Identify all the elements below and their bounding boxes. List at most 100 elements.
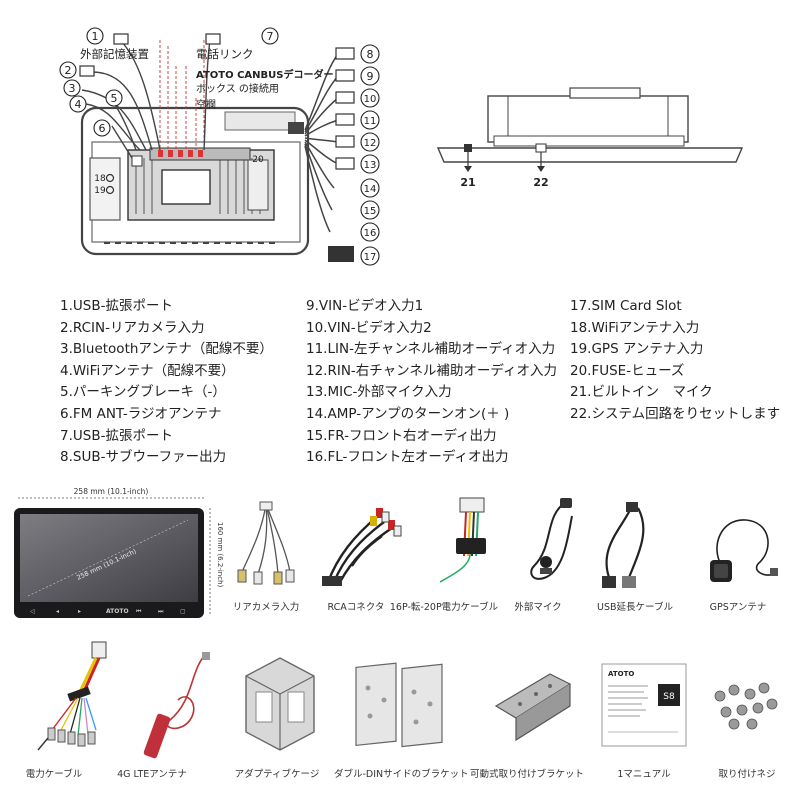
rca-connector-image <box>322 508 402 586</box>
svg-text:11: 11 <box>364 116 377 127</box>
svg-text:12: 12 <box>364 138 377 149</box>
legend-item: 12.RIN-右チャンネル補助オーディオ入力 <box>306 362 557 379</box>
callout-12: 12 <box>360 132 380 152</box>
legend-item: 20.FUSE-ヒューズ <box>570 362 685 379</box>
usb-connector-1 <box>113 33 129 45</box>
top-bracket <box>224 111 296 131</box>
svg-text:▢: ▢ <box>180 608 186 615</box>
unit-body <box>487 95 689 143</box>
manual-badge: S8 <box>663 692 675 702</box>
rca-connector-2 <box>79 65 95 77</box>
red-connectors <box>158 150 203 157</box>
label-empty-slot: 空欄 <box>196 98 216 111</box>
callouts: 1 7 2 3 4 5 6 18 19 20 8 9 10 11 12 13 1… <box>59 27 380 266</box>
callout-8: 8 <box>360 44 380 64</box>
callout-14: 14 <box>360 178 380 198</box>
callout-11: 11 <box>360 110 380 130</box>
svg-text:18: 18 <box>94 174 106 184</box>
caption-screws: 取り付けネジ <box>718 769 776 780</box>
caption-movable-bracket: 可動式取り付けブラケット <box>470 769 585 780</box>
legend-item: 22.システム回路をりセットします <box>570 405 781 422</box>
callout-4: 4 <box>69 95 87 113</box>
manual-brand: ATOTO <box>608 670 634 678</box>
svg-text:17: 17 <box>364 252 377 263</box>
svg-text:9: 9 <box>367 70 374 83</box>
legend-column-2: 9.VIN-ビデオ入力1 10.VIN-ビデオ入力2 11.LIN-左チャンネル… <box>306 296 557 469</box>
legend-item: 3.Bluetoothアンテナ（配線不要） <box>60 341 273 358</box>
width-label: 258 mm (10.1-inch) <box>74 487 149 496</box>
caption-rca-connector: RCAコネクタ <box>327 602 385 613</box>
svg-text:◂: ◂ <box>56 608 59 615</box>
port-18 <box>105 173 115 183</box>
screws-image <box>714 682 778 730</box>
unit-base <box>493 135 685 147</box>
usb-extension-cable-image <box>602 502 645 588</box>
usb-port-block <box>288 122 304 134</box>
caption-side-bracket: ダブル-DINサイドのブラケット <box>334 769 469 780</box>
callout-22: 22 <box>533 176 548 189</box>
reset-hole <box>535 143 547 153</box>
sim-slot <box>328 246 354 262</box>
legend-item: 10.VIN-ビデオ入力2 <box>306 319 432 336</box>
product-screen: 258 mm (10.1-inch) 160 mm (6.2-inch) 258… <box>14 487 224 618</box>
callout-21: 21 <box>460 176 475 189</box>
callout-20: 20 <box>252 155 264 165</box>
callout-13: 13 <box>360 154 380 174</box>
legend-item: 11.LIN-左チャンネル補助オーディオ入力 <box>306 341 556 358</box>
svg-text:13: 13 <box>364 160 377 171</box>
callout-7: 7 <box>261 27 279 45</box>
legend-item: 13.MIC-外部マイク入力 <box>306 384 452 401</box>
gps-antenna-image <box>710 519 778 582</box>
svg-text:15: 15 <box>364 206 377 217</box>
caption-gps-antenna: GPSアンテナ <box>709 602 767 613</box>
callout-6: 6 <box>93 119 111 137</box>
callout-1: 1 <box>86 27 104 45</box>
power-adapter-cable-image <box>439 497 486 583</box>
label-canbus-1: ATOTO CANBUSデコーダー <box>196 68 333 81</box>
fm-port <box>131 155 143 167</box>
svg-text:8: 8 <box>367 48 374 61</box>
legend-item: 21.ビルトイン マイク <box>570 384 713 401</box>
callout-15: 15 <box>360 200 380 220</box>
legend-item: 17.SIM Card Slot <box>570 298 682 314</box>
rear-connector-diagram: 外部記憶装置 電話リンク ATOTO CANBUSデコーダー ボックス の接続用… <box>59 27 380 266</box>
manual-image: ATOTO S8 <box>601 663 687 747</box>
legend-column-3: 17.SIM Card Slot 18.WiFiアンテナ入力 19.GPS アン… <box>570 296 780 426</box>
lte-antenna-image <box>143 652 210 759</box>
svg-text:4: 4 <box>75 98 82 111</box>
power-cable-image <box>37 641 107 751</box>
legend-item: 7.USB-拡張ポート <box>60 427 173 444</box>
rear-camera-cable-image <box>237 501 295 585</box>
svg-text:19: 19 <box>94 186 106 196</box>
callout-18: 18 <box>94 174 106 184</box>
svg-text:1: 1 <box>92 30 99 43</box>
legend-item: 4.WiFiアンテナ（配線不要） <box>60 362 235 379</box>
caption-external-mic: 外部マイク <box>514 602 562 613</box>
label-canbus-2: ボックス の接続用 <box>196 82 279 95</box>
legend-column-1: 1.USB-拡張ポート 2.RCIN-リアカメラ入力 3.Bluetoothアン… <box>60 296 273 469</box>
caption-manual: 1マニュアル <box>617 769 671 780</box>
caption-rear-camera: リアカメラ入力 <box>232 602 300 613</box>
left-cables <box>81 39 211 159</box>
legend-item: 18.WiFiアンテナ入力 <box>570 319 700 336</box>
caption-power-cable: 電力ケーブル <box>25 769 83 780</box>
external-mic-image <box>530 498 573 580</box>
label-external-storage: 外部記憶装置 <box>80 47 149 61</box>
adaptive-cage-image <box>245 657 315 751</box>
svg-text:3: 3 <box>69 82 76 95</box>
screen-glass <box>20 514 198 602</box>
legend-item: 8.SUB-サブウーファー出力 <box>60 449 227 466</box>
svg-text:16: 16 <box>364 228 377 239</box>
leader-lines <box>159 40 205 150</box>
side-bracket-image <box>355 662 443 748</box>
rca-plugs <box>335 47 355 170</box>
caption-adaptive-cage: アダプティブケージ <box>234 769 320 780</box>
right-cables <box>304 53 339 233</box>
svg-text:⏭: ⏭ <box>158 608 164 615</box>
svg-text:7: 7 <box>267 30 274 43</box>
svg-text:5: 5 <box>111 92 118 105</box>
unit-top-step <box>569 87 641 99</box>
mic-hole <box>464 144 472 152</box>
fuse-block <box>247 159 269 211</box>
caption-lte-antenna: 4G LTEアンテナ <box>117 769 187 780</box>
